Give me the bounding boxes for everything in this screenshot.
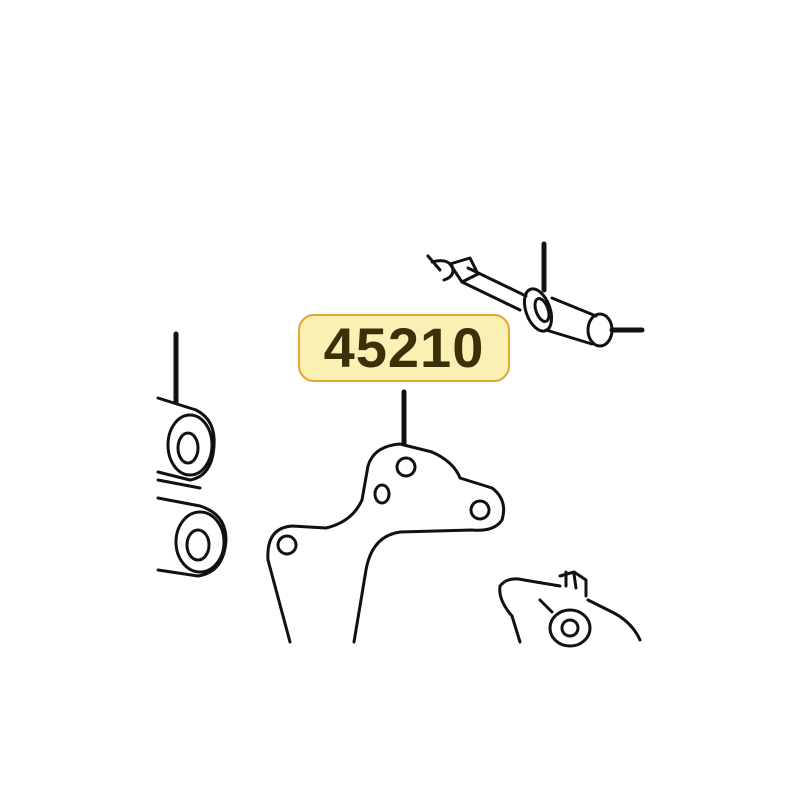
bracket-hole-1: [395, 456, 417, 478]
bracket-part: [266, 389, 506, 644]
left-bushing-assembly: [156, 331, 228, 578]
part-number-callout: 45210: [298, 314, 510, 382]
bracket-hole-4: [276, 534, 298, 556]
clamp-assembly: [498, 570, 642, 648]
bolt-assembly: [426, 241, 645, 348]
bracket-hole-3: [469, 499, 491, 521]
bracket-hole-2: [373, 483, 391, 505]
part-number-label: 45210: [323, 316, 485, 379]
